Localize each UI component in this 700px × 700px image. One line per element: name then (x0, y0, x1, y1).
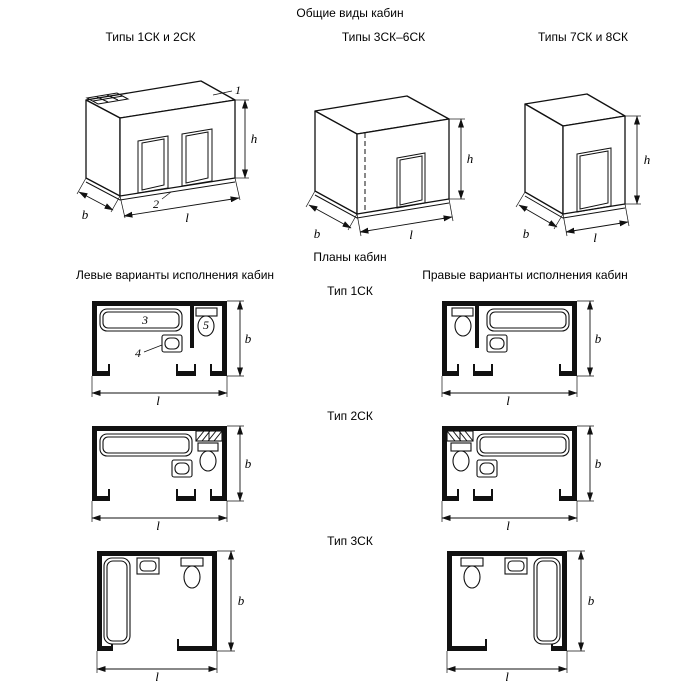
figure-caption: Типы 7СК и 8СК (538, 30, 628, 44)
base-plinth (524, 195, 625, 219)
plan-2sk-left: b l (91, 425, 252, 532)
dimension-b: b (227, 300, 252, 377)
dimension-l: l (441, 501, 578, 532)
door-openings (137, 128, 212, 194)
type-label-3sk: Тип 3СК (327, 534, 373, 548)
plan-3sk-left: b l (96, 550, 245, 683)
general-views-row: Типы 1СК и 2СК (0, 30, 700, 246)
plan-3sk-right: b l (446, 550, 595, 683)
dimension-l: l (446, 651, 568, 683)
plan-row-2sk: b l b l (0, 424, 700, 532)
plan-1sk-right: b l (441, 300, 602, 407)
isometric-cabin-7sk-8sk: h b l (515, 93, 650, 245)
dimension-b: b (305, 190, 357, 241)
plan-row-1sk: 3 4 5 b l (0, 299, 700, 407)
document-page: Общие виды кабин Типы 1СК и 2СК (0, 6, 700, 683)
callout-bath-label: 3 (141, 313, 148, 327)
callout-washbasin: 4 (135, 344, 163, 360)
dim-l-label: l (593, 230, 597, 245)
dimension-l: l (441, 376, 578, 407)
dim-h-label: h (250, 131, 257, 146)
door-opening (576, 147, 611, 213)
dim-l-label: l (505, 669, 509, 683)
callout-roof: 1 (212, 83, 241, 97)
dim-b-label: b (595, 456, 602, 471)
callout-base-label: 2 (153, 197, 159, 211)
base-plinth (314, 194, 449, 219)
isometric-cabin-3sk-6sk: h b l (305, 95, 473, 242)
dimension-h: h (624, 115, 650, 205)
cabin-box (313, 95, 450, 219)
cabin-box (84, 80, 236, 201)
dimension-b: b (227, 425, 252, 502)
dimension-l: l (356, 198, 453, 242)
dimension-l: l (96, 651, 218, 683)
dim-b-label: b (245, 456, 252, 471)
dimension-b: b (567, 550, 595, 652)
dim-l-label: l (156, 393, 160, 407)
right-variants-header: Правые варианты исполнения кабин (422, 268, 628, 282)
callout-washbasin-label: 4 (135, 346, 141, 360)
dim-l-label: l (506, 518, 510, 532)
callout-roof-label: 1 (235, 83, 241, 97)
dim-b-label: b (588, 593, 595, 608)
plans-section-title: Планы кабин (313, 250, 387, 264)
dimension-h: h (448, 118, 473, 200)
figure-caption: Типы 3СК–6СК (341, 30, 426, 44)
dim-b-label: b (522, 226, 529, 241)
dimension-l: l (119, 177, 240, 225)
dim-l-label: l (506, 393, 510, 407)
dimension-b: b (577, 300, 602, 377)
figure-caption: Типы 1СК и 2СК (105, 30, 196, 44)
figure-types-7sk-8sk: Типы 7СК и 8СК h (501, 30, 666, 246)
dimension-l: l (562, 203, 629, 245)
dim-b-label: b (245, 331, 252, 346)
isometric-cabin-1sk-2sk: 1 2 h b (76, 80, 257, 225)
dim-b-label: b (81, 207, 88, 222)
dim-l-label: l (155, 669, 159, 683)
figure-types-3sk-6sk: Типы 3СК–6СК h (289, 30, 479, 246)
dimension-l: l (91, 376, 228, 407)
dimension-l: l (91, 501, 228, 532)
dimension-b: b (76, 177, 120, 222)
dimension-b: b (577, 425, 602, 502)
dimension-b: b (515, 191, 563, 241)
left-variants-header: Левые варианты исполнения кабин (75, 268, 275, 282)
figure-types-1sk-2sk: Типы 1СК и 2СК (35, 30, 267, 231)
page-title: Общие виды кабин (296, 6, 404, 20)
dimension-h: h (234, 99, 257, 179)
dim-l-label: l (156, 518, 160, 532)
cabin-box (523, 93, 626, 219)
plan-1sk-left: 3 4 5 b l (91, 300, 252, 407)
dimension-b: b (217, 550, 245, 652)
dim-b-label: b (313, 226, 320, 241)
door-opening (396, 152, 425, 209)
callout-toilet-label: 5 (203, 318, 209, 332)
dim-l-label: l (409, 227, 413, 242)
dim-b-label: b (595, 331, 602, 346)
dim-b-label: b (238, 593, 245, 608)
dim-h-label: h (466, 151, 473, 166)
roof-vent (84, 92, 130, 105)
plan-column-headers: Левые варианты исполнения кабин Правые в… (0, 268, 700, 282)
type-label-1sk: Тип 1СК (327, 284, 373, 298)
plan-2sk-right: b l (441, 425, 602, 532)
plan-row-3sk: b l b l (0, 549, 700, 683)
dim-l-label: l (185, 210, 189, 225)
base-plinth (85, 181, 235, 201)
dim-h-label: h (643, 152, 650, 167)
type-label-2sk: Тип 2СК (327, 409, 373, 423)
